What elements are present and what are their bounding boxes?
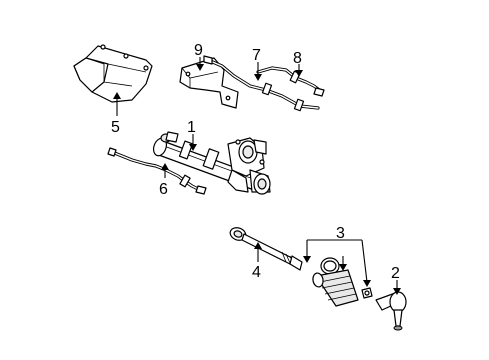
return-line-part-8[interactable] <box>256 66 325 97</box>
callout-3: 3 <box>336 225 345 242</box>
outer-tie-rod-end-part-2[interactable] <box>375 291 407 331</box>
callout-1: 1 <box>187 119 196 136</box>
callout-leaders <box>113 57 401 295</box>
callout-4: 4 <box>252 264 261 281</box>
callout-6: 6 <box>159 181 168 198</box>
pressure-line-part-7[interactable] <box>203 55 320 112</box>
boot-kit-part-3[interactable] <box>312 257 373 307</box>
callout-9: 9 <box>194 42 203 59</box>
bracket-part-9[interactable] <box>179 57 239 109</box>
callout-7: 7 <box>252 47 261 64</box>
callout-5: 5 <box>111 119 120 136</box>
callout-8: 8 <box>293 50 302 67</box>
heat-shield-part-5[interactable] <box>73 44 153 103</box>
callout-2: 2 <box>391 265 400 282</box>
inner-tie-rod-part-4[interactable] <box>228 226 303 271</box>
callout-numbers: 1 2 3 4 5 6 7 8 9 <box>111 42 400 282</box>
rack-and-pinion-gear-part-1[interactable] <box>151 131 271 195</box>
